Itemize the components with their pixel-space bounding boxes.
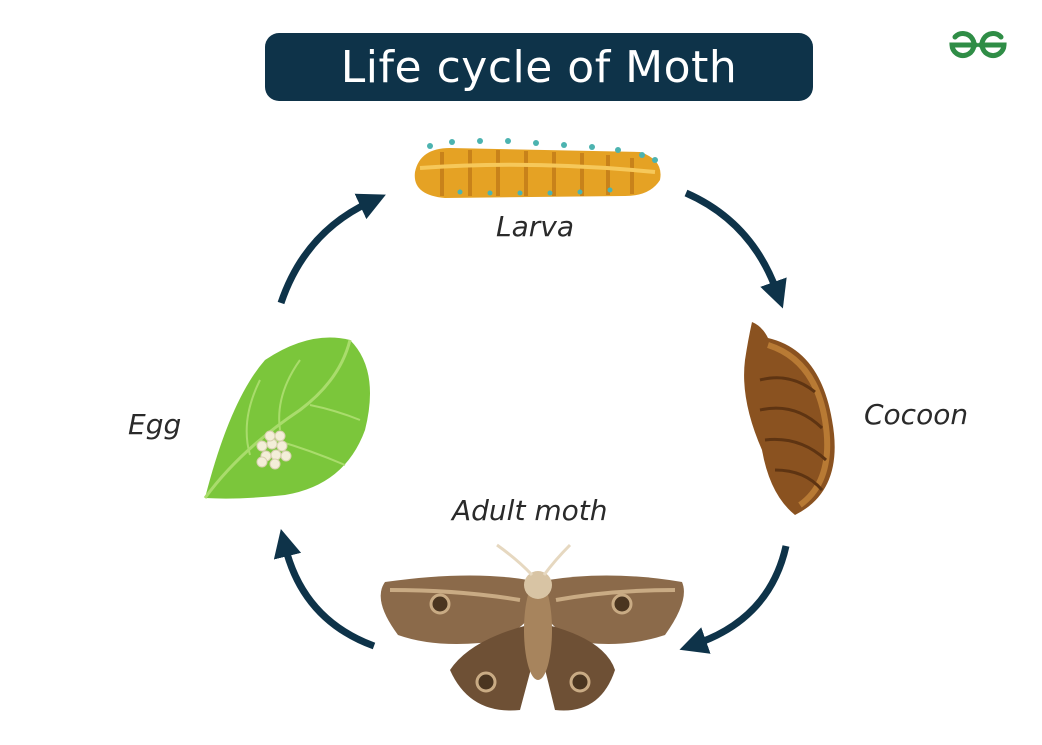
arrow-larva-to-cocoon [684, 189, 787, 309]
arrow-adult-to-egg [273, 528, 376, 650]
arrow-cocoon-to-adult [679, 545, 790, 654]
geeksforgeeks-logo-icon [949, 31, 1007, 59]
stage-label-egg: Egg [128, 408, 182, 441]
arrow-egg-to-larva [277, 193, 386, 305]
page-title: Life cycle of Moth [340, 41, 738, 93]
stage-label-cocoon: Cocoon [864, 398, 969, 431]
stage-label-larva: Larva [496, 210, 574, 243]
stage-label-adult-moth: Adult moth [452, 494, 608, 527]
title-banner: Life cycle of Moth [265, 33, 813, 101]
